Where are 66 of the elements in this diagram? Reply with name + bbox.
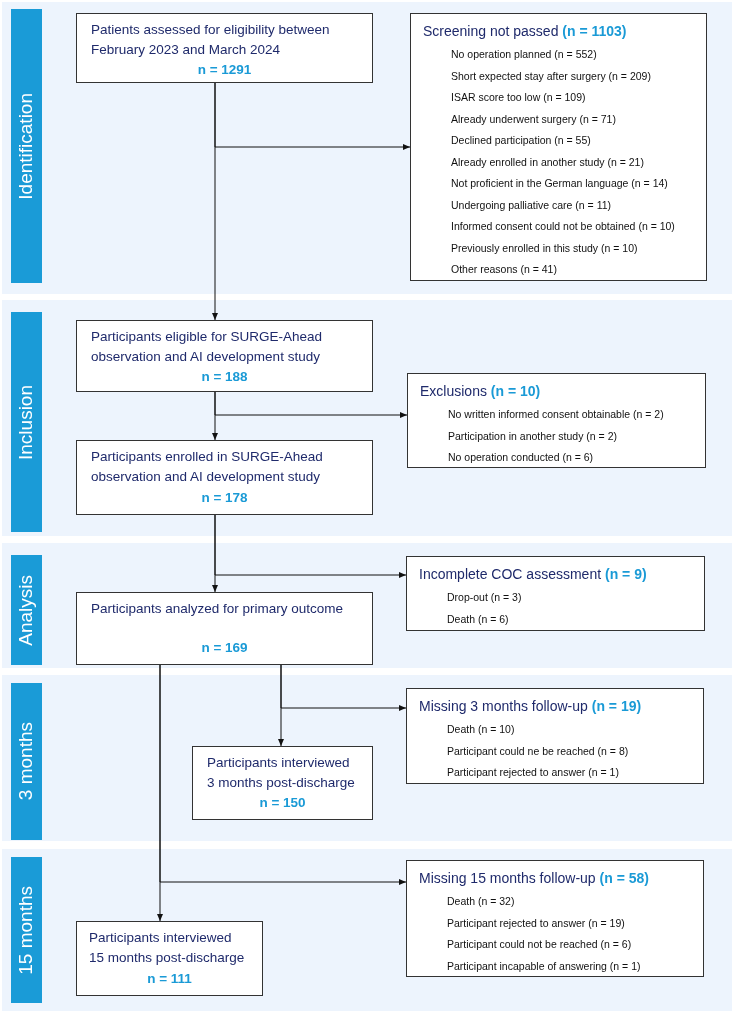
exclusion-box — [406, 556, 705, 631]
box-title: Missing 15 months follow-up (n = 58) — [419, 869, 650, 888]
arrow — [212, 391, 218, 441]
arrow — [212, 82, 218, 321]
reason-item: Participant could not be reached (n = 6) — [446, 937, 633, 952]
reason-item: Already enrolled in another study (n = 21) — [450, 154, 645, 170]
phase-label: Analysis — [11, 555, 42, 665]
box-title: Screening not passed (n = 1103) — [423, 22, 628, 41]
box-title: Participants interviewed 3 months post-discharge — [207, 754, 356, 792]
reason-item: Short expected stay after surgery (n = 209) — [450, 68, 652, 84]
box-title: Participants analyzed for primary outcome — [91, 600, 345, 618]
reason-item: Participant incapable of answering (n = 1) — [446, 958, 642, 974]
reason-item: Death (n = 10) — [446, 722, 516, 737]
phase-band — [2, 2, 732, 294]
exclusion-box — [406, 688, 704, 784]
phase-label: Identification — [11, 9, 42, 283]
box-title: Patients assessed for eligibility between February 2023 and March 2024 — [91, 21, 331, 59]
exclusion-box — [410, 13, 707, 281]
phase-band — [2, 675, 732, 841]
arrow — [212, 514, 218, 593]
reason-item: Other reasons (n = 41) — [450, 262, 558, 277]
count-label: n = 111 — [146, 969, 193, 988]
reason-item: Participant rejected to answer (n = 19) — [446, 915, 626, 931]
reason-item: Undergoing palliative care (n = 11) — [450, 197, 613, 213]
count-label: n = 169 — [200, 638, 249, 657]
reason-item: ISAR score too low (n = 109) — [450, 90, 587, 105]
reason-item: Participation in another study (n = 2) — [447, 428, 618, 444]
phase-label: 15 months — [11, 857, 42, 1003]
reason-item: Informed consent could not be obtained (n = 10) — [450, 219, 676, 234]
arrow — [278, 664, 284, 747]
count-label: n = 178 — [200, 488, 249, 507]
reason-item: Death (n = 32) — [446, 894, 516, 909]
process-box — [76, 440, 373, 515]
phase-label: Inclusion — [11, 312, 42, 532]
process-box — [76, 592, 373, 665]
process-box — [76, 320, 373, 392]
box-title: Participants enrolled in SURGE-Ahead observation and AI development study — [91, 448, 324, 486]
process-box — [192, 746, 373, 820]
reason-item: No operation planned (n = 552) — [450, 47, 598, 62]
reason-item: No operation conducted (n = 6) — [447, 450, 595, 465]
box-title: Incomplete COC assessment (n = 9) — [419, 565, 648, 584]
box-title: Participants interviewed 15 months post-discharge — [89, 929, 246, 967]
box-title: Exclusions (n = 10) — [420, 382, 542, 401]
arrow — [157, 664, 163, 922]
reason-item: Not proficient in the German language (n = 14) — [450, 176, 669, 191]
process-box — [76, 13, 373, 83]
process-box — [76, 921, 263, 996]
phase-label: 3 months — [11, 683, 42, 840]
reason-item: Previously enrolled in this study (n = 10) — [450, 240, 639, 256]
reason-item: Participant rejected to answer (n = 1) — [446, 765, 620, 780]
phase-band — [2, 849, 732, 1011]
box-title: Participants eligible for SURGE-Ahead observation and AI development study — [91, 328, 324, 366]
reason-item: No written informed consent obtainable (n = 2) — [447, 407, 665, 422]
reason-item: Drop-out (n = 3) — [446, 590, 523, 605]
reason-item: Participant could ne be reached (n = 8) — [446, 743, 630, 759]
box-title: Missing 3 months follow-up (n = 19) — [419, 697, 643, 716]
exclusion-box — [406, 860, 704, 977]
count-label: n = 1291 — [196, 61, 253, 79]
exclusion-box — [407, 373, 706, 468]
reason-item: Already underwent surgery (n = 71) — [450, 111, 617, 127]
reason-item: Declined participation (n = 55) — [450, 133, 592, 148]
phase-band — [2, 300, 732, 536]
count-label: n = 150 — [258, 794, 307, 812]
count-label: n = 188 — [200, 368, 249, 386]
reason-item: Death (n = 6) — [446, 611, 510, 627]
phase-band — [2, 543, 732, 668]
